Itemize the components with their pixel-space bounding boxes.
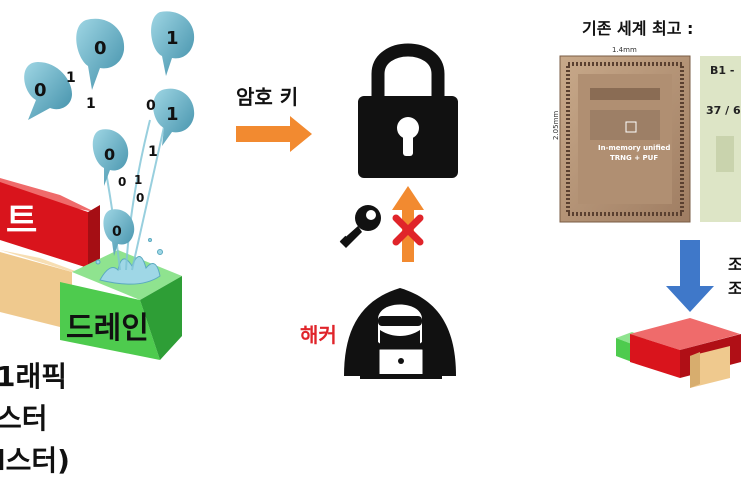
chip-caption: TRNG + PUF (610, 154, 658, 162)
droplet: 1 (153, 88, 195, 146)
left-caption: 1래픽 스터 l스터) (0, 360, 70, 477)
bit-digit: 1 (166, 104, 179, 125)
blocked-attack (392, 186, 424, 262)
bit-digit: 0 (146, 98, 156, 114)
up-arrow (392, 186, 424, 262)
chip-height-label: 2.05mm (552, 111, 560, 140)
chip-photo: 1.4mm 2.05mm In-memory unified TRNG + PU… (552, 46, 691, 223)
caption-line: 1래픽 (0, 360, 67, 393)
table-text: 37 / 6 (706, 104, 741, 117)
right-title: 기존 세계 최고 : (582, 19, 693, 38)
bit-digit: 1 (166, 28, 179, 49)
bit-digit: 1 (86, 96, 96, 112)
hacker-icon (344, 288, 456, 379)
bit-digit: 0 (136, 191, 144, 205)
droplet: 0 (103, 209, 135, 256)
channel-top (0, 250, 78, 272)
gate-label: 트 (6, 201, 37, 241)
comparison-table: B1 - 37 / 6 (700, 56, 741, 222)
bit-digit: 1 (66, 70, 76, 86)
droplet: 1 (151, 11, 195, 76)
droplet: 0 (76, 18, 125, 90)
table-text: B1 - (710, 64, 734, 77)
bit-digit: 0 (118, 175, 126, 189)
hacker-label: 해커 (300, 323, 337, 347)
chip-width-label: 1.4mm (612, 46, 637, 54)
loose-bits: 1 1 0 1 1 0 0 (66, 70, 158, 205)
gate-block (0, 182, 88, 268)
cross-icon (392, 214, 424, 246)
water-splash (95, 238, 163, 285)
caption-line: 스터 (0, 402, 48, 435)
transistor-device: 트 드레인 (0, 178, 182, 360)
gate-top (0, 178, 95, 212)
drain-block (60, 282, 160, 360)
right-arrow (236, 116, 312, 152)
droplet: 0 (24, 62, 72, 120)
drain-side (140, 276, 182, 360)
down-arrow (666, 240, 714, 312)
bit-digit: 1 (134, 173, 142, 187)
key-icon (339, 205, 381, 248)
bit-digit: 0 (104, 145, 115, 164)
gate-side (88, 205, 100, 268)
bit-digit: 1 (148, 144, 158, 160)
padlock-icon (358, 43, 458, 178)
bit-digit: 0 (112, 224, 122, 240)
bit-digit: 0 (34, 80, 47, 101)
encryption-key-flow: 암호 키 (236, 85, 312, 152)
channel-block (0, 252, 72, 330)
side-text: 조 (728, 279, 741, 298)
droplet: 0 (92, 129, 129, 186)
caption-line: l스터) (0, 444, 70, 477)
bit-droplets: 0 0 1 1 0 0 (24, 11, 195, 256)
side-text: 조 (728, 255, 741, 274)
chip-caption: In-memory unified (598, 144, 670, 152)
transistor-device-small (616, 318, 741, 388)
bit-digit: 0 (94, 38, 107, 59)
drain-label: 드레인 (66, 311, 149, 346)
key-label: 암호 키 (236, 85, 298, 109)
